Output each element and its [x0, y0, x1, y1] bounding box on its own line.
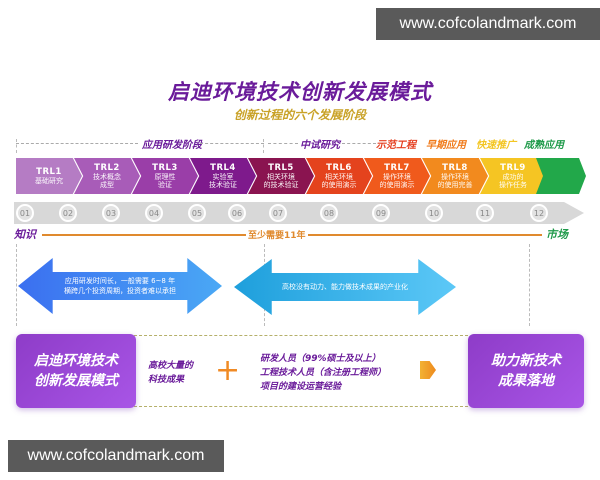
- model-box-line: 创新发展模式: [34, 373, 118, 389]
- trl-chevron-5: TRL5 相关环境 的技术验证: [248, 158, 314, 194]
- trl-label: TRL1: [36, 167, 62, 177]
- plus-icon: +: [215, 353, 241, 388]
- year-marker: 10: [425, 204, 443, 222]
- year-marker: 06: [228, 204, 246, 222]
- text-line: 项目的建设运营经验: [260, 382, 342, 392]
- trl-desc: 验证: [158, 181, 172, 189]
- trl-label: TRL5: [268, 163, 294, 173]
- phase-divider: [342, 143, 376, 144]
- year-marker: 05: [188, 204, 206, 222]
- watermark-bottom: www.cofcolandmark.com: [8, 440, 224, 472]
- resource-band: [134, 335, 468, 407]
- year-marker: 11: [476, 204, 494, 222]
- trl-desc: 成功的: [502, 173, 524, 181]
- phase-divider: [268, 143, 298, 144]
- trl-desc: 相关环境: [267, 173, 295, 181]
- trl-chevron-1: TRL1 基础研究: [16, 158, 82, 194]
- text-line: 研发人员（99%硕士及以上）: [260, 354, 381, 364]
- year-marker: 04: [145, 204, 163, 222]
- rd-challenge-arrow: 应用研发时间长，一般需要 6~8 年 横跨几个投资周期，投资者难以承担: [18, 258, 222, 314]
- trl-desc: 的使用演示: [379, 181, 415, 189]
- trl-label: TRL6: [326, 163, 352, 173]
- model-box-line: 启迪环境技术: [34, 353, 118, 369]
- trl-chevron-9: TRL9 成功的 操作任务: [480, 158, 546, 194]
- year-marker: 07: [269, 204, 287, 222]
- trl-desc: 操作环境: [383, 173, 411, 181]
- phase-label-early: 早期应用: [426, 140, 466, 151]
- trl-desc: 技术验证: [209, 181, 237, 189]
- phase-label-demo: 示范工程: [376, 140, 416, 151]
- outcome-box-line: 成果落地: [498, 373, 554, 389]
- timeline-end-label: 市场: [546, 228, 568, 241]
- arrow-text-line: 应用研发时间长，一般需要 6~8 年: [64, 277, 176, 285]
- year-marker: 12: [530, 204, 548, 222]
- arrow-right-icon: [420, 361, 436, 379]
- trl-chevron-6: TRL6 相关环境 的使用演示: [306, 158, 372, 194]
- outcome-box-line: 助力新技术: [491, 353, 561, 369]
- trl-desc: 技术概念: [93, 173, 121, 181]
- phase-tick: [16, 139, 17, 153]
- arrow-text-line: 横跨几个投资周期，投资者难以承担: [64, 287, 176, 295]
- section-divider: [16, 244, 17, 326]
- phase-tick: [263, 139, 264, 153]
- trl-desc: 的技术验证: [263, 181, 299, 189]
- year-marker: 08: [320, 204, 338, 222]
- trl-chevron-final: [536, 158, 586, 194]
- year-marker: 09: [372, 204, 390, 222]
- team-resources-text: 研发人员（99%硕士及以上） 工程技术人员（含注册工程师） 项目的建设运营经验: [260, 352, 386, 394]
- trl-desc: 相关环境: [325, 173, 353, 181]
- phase-divider: [200, 143, 264, 144]
- industrialization-gap-arrow: 高校没有动力、能力做技术成果的产业化: [234, 259, 456, 315]
- trl-chevron-2: TRL2 技术概念 成型: [74, 158, 140, 194]
- trl-desc: 成型: [100, 181, 114, 189]
- trl-label: TRL7: [384, 163, 410, 173]
- timeline-duration-label: 至少需要11年: [246, 228, 308, 241]
- text-line: 科技成果: [148, 375, 185, 385]
- year-marker: 01: [16, 204, 34, 222]
- timeline-bar: [14, 202, 584, 224]
- trl-chevron-8: TRL8 操作环境 的使用完善: [422, 158, 488, 194]
- trl-desc: 基础研究: [35, 177, 63, 185]
- model-box: 启迪环境技术 创新发展模式: [16, 334, 136, 408]
- year-marker: 02: [59, 204, 77, 222]
- timeline-start-label: 知识: [14, 228, 36, 241]
- rd-challenge-text: 应用研发时间长，一般需要 6~8 年 横跨几个投资周期，投资者难以承担: [64, 276, 176, 296]
- text-line: 工程技术人员（含注册工程师）: [260, 368, 387, 378]
- trl-desc: 操作任务: [499, 181, 527, 189]
- trl-chevron-4: TRL4 实验室 技术验证: [190, 158, 256, 194]
- trl-label: TRL3: [152, 163, 178, 173]
- section-divider: [529, 244, 530, 326]
- trl-label: TRL2: [94, 163, 120, 173]
- trl-desc: 的使用完善: [437, 181, 473, 189]
- trl-label: TRL9: [500, 163, 526, 173]
- year-marker: 03: [102, 204, 120, 222]
- arrow-text-line: 高校没有动力、能力做技术成果的产业化: [282, 283, 408, 291]
- phase-divider: [16, 143, 138, 144]
- university-achievements-text: 高校大量的 科技成果: [148, 359, 193, 387]
- trl-desc: 的使用演示: [321, 181, 357, 189]
- trl-label: TRL4: [210, 163, 236, 173]
- trl-desc: 原理性: [154, 173, 176, 181]
- phase-label-application-rd: 应用研发阶段: [142, 140, 202, 151]
- trl-label: TRL8: [442, 163, 468, 173]
- phase-label-mature: 成熟应用: [524, 140, 564, 151]
- trl-chevron-3: TRL3 原理性 验证: [132, 158, 198, 194]
- watermark-top: www.cofcolandmark.com: [376, 8, 600, 40]
- trl-desc: 实验室: [212, 173, 234, 181]
- page-title: 启迪环境技术创新发展模式: [168, 80, 432, 104]
- text-line: 高校大量的: [148, 361, 194, 371]
- trl-chevron-7: TRL7 操作环境 的使用演示: [364, 158, 430, 194]
- phase-label-rapid: 快速推广: [476, 140, 516, 151]
- outcome-box: 助力新技术 成果落地: [468, 334, 584, 408]
- page-subtitle: 创新过程的六个发展阶段: [233, 108, 366, 122]
- phase-label-pilot: 中试研究: [300, 140, 340, 151]
- trl-desc: 操作环境: [441, 173, 469, 181]
